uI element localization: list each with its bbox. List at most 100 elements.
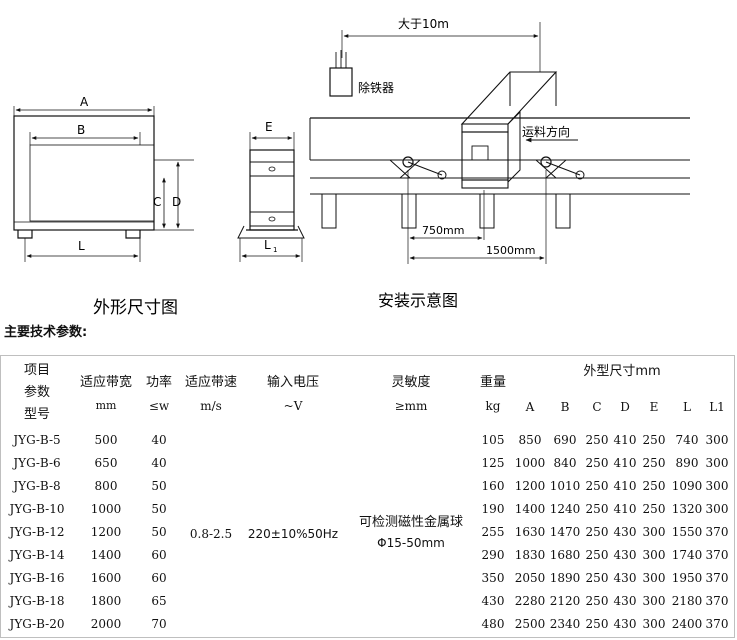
detector-lower-coil	[461, 179, 509, 189]
cell-belt-width: 2000	[90, 617, 122, 631]
cell-model: JYG-B-12	[9, 525, 65, 539]
spec-table: 项目 参数 型号 适应带宽 mm 功率 ≤w 适应带速 m/s 输入电压 ~V …	[0, 355, 735, 638]
cell-dim-l1: 300	[705, 502, 729, 516]
cell-dim-l: 1740	[671, 548, 703, 562]
side-bottom-coil	[249, 211, 295, 227]
cell-dim-d: 410	[613, 502, 637, 516]
header-dim-b: B	[560, 400, 570, 414]
label-750: 750mm	[422, 224, 464, 237]
cell-power: 50	[151, 502, 167, 516]
header-belt-width-unit: mm	[95, 399, 117, 412]
cell-dim-e: 250	[642, 433, 666, 447]
cell-belt-width: 650	[94, 456, 118, 470]
cell-dim-l1: 370	[705, 594, 729, 608]
cell-dim-b: 1010	[549, 479, 581, 493]
header-power: 功率	[145, 375, 173, 390]
shared-voltage: 220±10%50Hz	[247, 527, 339, 541]
cell-dim-l: 1090	[671, 479, 703, 493]
cell-model: JYG-B-18	[9, 594, 65, 608]
label-a: A	[80, 95, 89, 109]
cell-dim-l1: 370	[705, 571, 729, 585]
detector-upper-coil	[461, 123, 509, 133]
cell-dim-b: 1890	[549, 571, 581, 585]
install-view	[309, 22, 690, 264]
cell-belt-width: 1400	[90, 548, 122, 562]
cell-belt-width: 500	[94, 433, 118, 447]
detector-body	[461, 131, 509, 181]
header-weight-unit: kg	[485, 399, 501, 413]
idler-roller-right	[540, 156, 552, 168]
cell-weight: 350	[481, 571, 505, 585]
cell-weight: 190	[481, 502, 505, 516]
header-belt-width: 适应带宽	[79, 375, 133, 390]
cell-dim-c: 250	[585, 456, 609, 470]
label-remover: 除铁器	[358, 80, 394, 95]
cell-dim-d: 410	[613, 433, 637, 447]
cell-model: JYG-B-14	[9, 548, 65, 562]
outline-side-view	[237, 132, 305, 262]
header-voltage-unit: ~V	[283, 399, 303, 413]
cell-dim-d: 430	[613, 571, 637, 585]
cell-dim-d: 410	[613, 456, 637, 470]
cell-weight: 105	[481, 433, 505, 447]
shared-sensitivity-line2: Φ15-50mm	[377, 536, 445, 550]
label-b: B	[77, 123, 85, 137]
header-voltage: 输入电压	[266, 375, 320, 390]
cell-belt-width: 800	[94, 479, 118, 493]
label-1500: 1500mm	[486, 244, 535, 257]
side-top-coil	[249, 161, 295, 177]
cell-dim-d: 430	[613, 525, 637, 539]
cell-belt-width: 1800	[90, 594, 122, 608]
cell-dim-l1: 370	[705, 548, 729, 562]
cell-dim-e: 250	[642, 479, 666, 493]
header-weight: 重量	[479, 375, 507, 390]
cell-model: JYG-B-6	[13, 456, 61, 470]
header-power-unit: ≤w	[148, 399, 170, 413]
cell-dim-l1: 370	[705, 525, 729, 539]
cell-dim-l: 1320	[671, 502, 703, 516]
header-item-line3: 型号	[23, 407, 51, 422]
cell-dim-b: 1680	[549, 548, 581, 562]
cell-dim-b: 1470	[549, 525, 581, 539]
header-item-line2: 参数	[23, 385, 51, 400]
cell-dim-a: 1630	[514, 525, 546, 539]
header-belt-speed: 适应带速	[184, 375, 238, 390]
cell-dim-l: 1950	[671, 571, 703, 585]
cell-dim-a: 1400	[514, 502, 546, 516]
cell-dim-c: 250	[585, 479, 609, 493]
cell-dim-l1: 300	[705, 479, 729, 493]
cell-power: 50	[151, 479, 167, 493]
cell-dim-c: 250	[585, 594, 609, 608]
cell-dim-l: 740	[675, 433, 699, 447]
header-dim-e: E	[649, 400, 659, 414]
cell-dim-b: 2120	[549, 594, 581, 608]
cell-dim-a: 1830	[514, 548, 546, 562]
cell-dim-d: 430	[613, 594, 637, 608]
cell-weight: 430	[481, 594, 505, 608]
cell-dim-e: 300	[642, 617, 666, 631]
spec-heading: 主要技术参数:	[4, 325, 88, 340]
idler-roller-left	[402, 156, 414, 168]
install-caption: 安装示意图	[378, 291, 458, 310]
cell-model: JYG-B-16	[9, 571, 65, 585]
label-l1: L	[264, 238, 271, 252]
label-c: C	[153, 195, 161, 209]
cell-dim-d: 430	[613, 617, 637, 631]
cell-dim-l1: 370	[705, 617, 729, 631]
cell-dim-a: 2280	[514, 594, 546, 608]
cell-power: 40	[151, 433, 167, 447]
cell-dim-a: 2500	[514, 617, 546, 631]
label-direction: 运料方向	[522, 124, 570, 139]
cell-power: 70	[151, 617, 167, 631]
front-left-foot	[17, 230, 33, 239]
label-l1-subscript: 1	[273, 246, 277, 254]
cell-model: JYG-B-10	[9, 502, 65, 516]
cell-dim-e: 300	[642, 594, 666, 608]
label-d: D	[172, 195, 181, 209]
header-sensitivity-unit: ≥mm	[394, 399, 428, 413]
cell-dim-a: 1000	[514, 456, 546, 470]
iron-remover-box	[329, 67, 353, 97]
cell-dim-d: 410	[613, 479, 637, 493]
cell-dim-c: 250	[585, 433, 609, 447]
cell-belt-width: 1600	[90, 571, 122, 585]
